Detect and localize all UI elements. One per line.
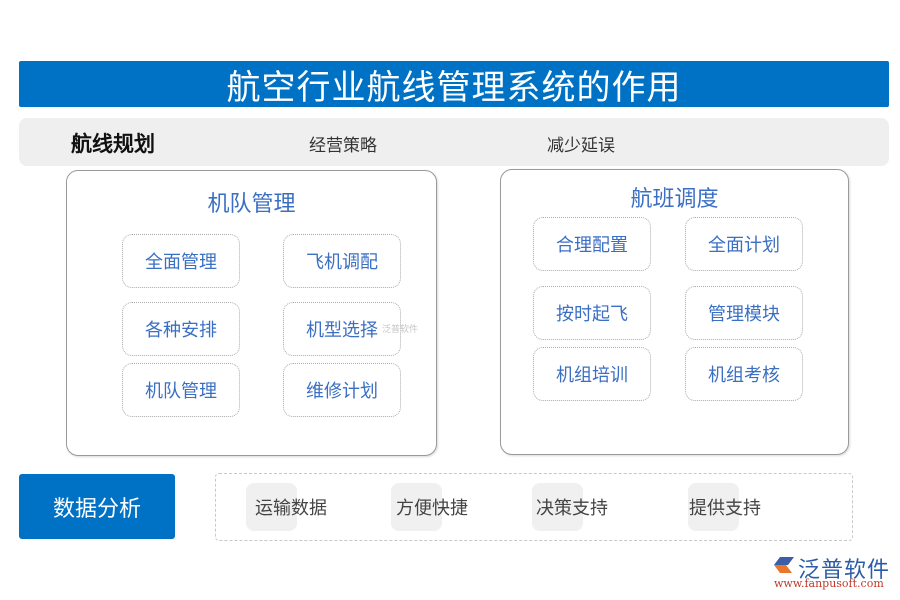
flight-item: 全面计划 [685,217,803,271]
fleet-item: 全面管理 [122,234,240,288]
fleet-panel-title: 机队管理 [207,192,296,217]
data-analysis-label: 数据分析 [52,496,141,522]
flight-scheduling-panel: 航班调度 合理配置 全面计划 按时起飞 管理模块 机组培训 机组考核 [500,169,849,455]
fleet-item: 各种安排 [122,302,240,356]
flight-panel-title: 航班调度 [630,187,719,212]
data-chip-bg [532,483,583,531]
logo-url-text: www.fanpusoft.com [774,577,884,590]
fleet-item: 飞机调配 [283,234,401,288]
flight-item: 机组考核 [685,347,803,401]
fleet-item: 维修计划 [283,363,401,417]
flight-item: 机组培训 [533,347,651,401]
page-title: 航空行业航线管理系统的作用 [226,67,682,108]
route-item-reduce-delay: 减少延误 [547,136,615,156]
data-analysis-items-box: 运输数据 方便快捷 决策支持 提供支持 [215,473,853,541]
watermark-logo: 泛普软件 [382,325,419,335]
route-planning-bar: 航线规划 经营策略 减少延误 [19,118,889,166]
data-analysis-label-box: 数据分析 [19,474,175,539]
data-chip-bg [688,483,739,531]
title-banner: 航空行业航线管理系统的作用 [19,61,889,108]
fanpusoft-logo: 泛普软件 www.fanpusoft.com [770,552,895,596]
fleet-item: 机型选择 [283,302,401,356]
route-item-strategy: 经营策略 [309,136,377,156]
flight-item: 管理模块 [685,286,803,340]
data-chip-bg [391,483,442,531]
data-item: 决策支持 [536,498,608,519]
data-item: 提供支持 [689,498,761,519]
flight-item: 按时起飞 [533,286,651,340]
fleet-management-panel: 机队管理 全面管理 飞机调配 各种安排 机型选择 机队管理 维修计划 [66,170,437,456]
data-item: 方便快捷 [396,498,468,519]
fleet-item: 机队管理 [122,363,240,417]
data-item: 运输数据 [255,498,327,519]
data-chip-bg [246,483,297,531]
brand-mark-icon [774,557,794,573]
logo-brand-text: 泛普软件 [798,558,891,583]
route-planning-label: 航线规划 [71,131,155,156]
flight-item: 合理配置 [533,217,651,271]
